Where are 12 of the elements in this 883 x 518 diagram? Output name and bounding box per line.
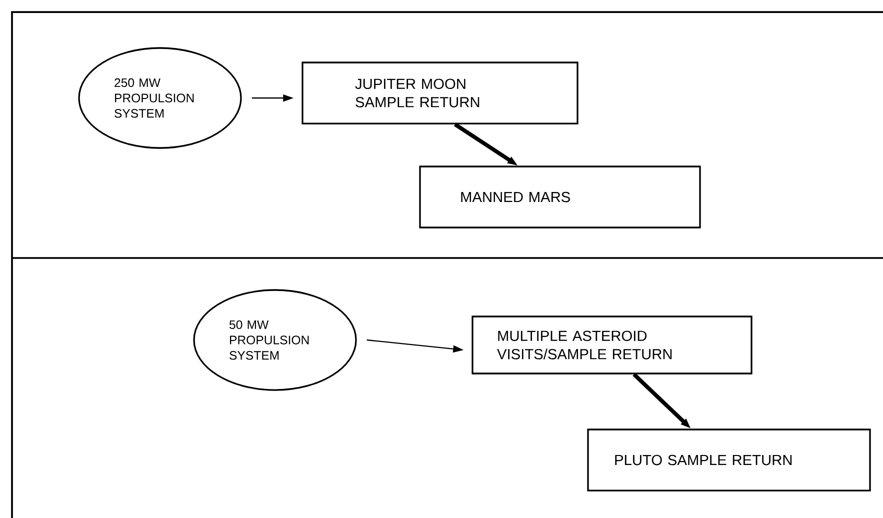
node-text: 250 MW PROPULSION SYSTEM (114, 78, 194, 118)
mission-box (587, 428, 871, 492)
propulsion-ellipse (78, 47, 242, 149)
node-text: 50 MW PROPULSION SYSTEM (230, 320, 309, 360)
node-text: JUPITER MOON SAMPLE RETURN (355, 78, 480, 108)
mission-box (302, 62, 578, 124)
propulsion-ellipse (193, 289, 357, 391)
node-text: MANNED MARS (461, 192, 570, 202)
mission-box (419, 166, 701, 228)
mission-box (472, 316, 752, 374)
node-text: MULTIPLE ASTEROID VISITS/SAMPLE RETURN (497, 330, 672, 360)
node-text: PLUTO SAMPLE RETURN (615, 454, 792, 466)
